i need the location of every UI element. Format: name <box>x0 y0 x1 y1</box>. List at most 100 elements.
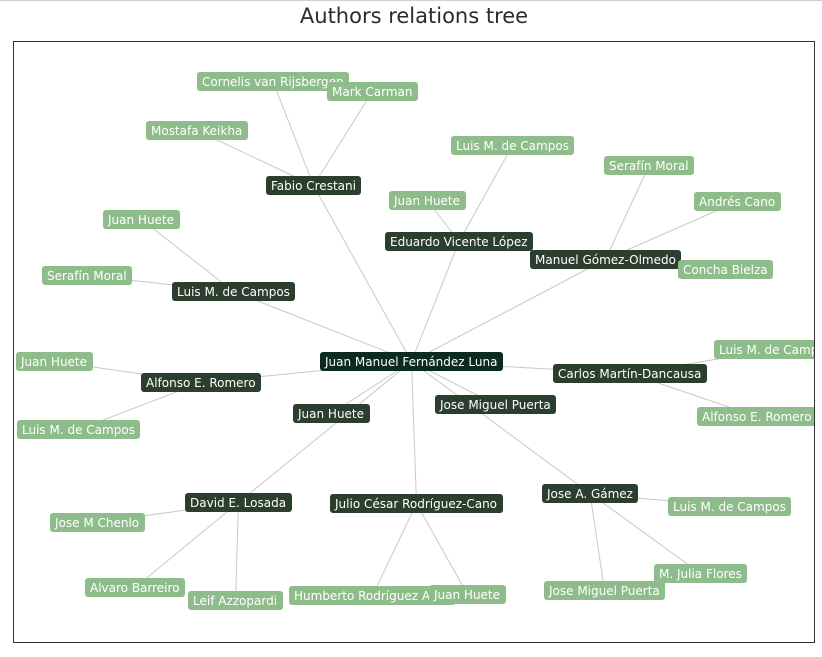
hub-node-label: Alfonso E. Romero <box>146 376 256 390</box>
edge-h3-l6 <box>605 165 650 260</box>
hub-node-box <box>435 395 556 414</box>
hub-node-box <box>172 282 295 301</box>
edge-root-h1 <box>313 185 412 362</box>
hub-node-label: David E. Losada <box>190 496 286 510</box>
leaf-node-serafin-moral[interactable]: Serafín Moral <box>604 156 694 175</box>
hub-node-label: Juan Huete <box>297 407 364 421</box>
leaf-node-andres-cano[interactable]: Andrés Cano <box>694 192 781 211</box>
leaf-node-label: Juan Huete <box>393 194 460 208</box>
hub-node-box <box>330 494 503 513</box>
leaf-node-label: Luis M. de Campos <box>22 423 135 437</box>
leaf-node-juan-huete[interactable]: Juan Huete <box>389 191 466 210</box>
leaf-node-mostafa-keikha[interactable]: Mostafa Keikha <box>146 121 248 140</box>
leaf-node-label: Serafín Moral <box>609 159 689 173</box>
leaf-node-box <box>16 352 93 371</box>
root-node-box <box>320 352 503 371</box>
root-node-label: Juan Manuel Fernández Luna <box>324 355 497 369</box>
edge-h10-l19 <box>416 503 468 595</box>
leaf-node-box <box>429 585 506 604</box>
leaf-node-leif-azzopardi[interactable]: Leif Azzopardi <box>188 591 283 610</box>
leaf-node-label: Leif Azzopardi <box>193 594 277 608</box>
leaf-node-alfonso-e-romero[interactable]: Alfonso E. Romero <box>697 407 814 426</box>
leaf-node-serafin-moral[interactable]: Serafín Moral <box>42 266 132 285</box>
edge-root-h9 <box>238 361 412 503</box>
hub-node-label: Julio César Rodríguez-Cano <box>334 497 497 511</box>
leaf-node-box <box>694 192 781 211</box>
leaf-node-box <box>668 497 791 516</box>
leaf-node-label: Concha Bielza <box>683 263 768 277</box>
hub-node-box <box>542 484 638 503</box>
leaf-node-box <box>451 136 574 155</box>
edge-h4-l9 <box>141 219 234 292</box>
hub-node-manuel-gomez-olmedo[interactable]: Manuel Gómez-Olmedo <box>530 250 681 269</box>
leaf-node-box <box>103 210 180 229</box>
edge-root-h4 <box>233 291 412 362</box>
hub-node-label: Luis M. de Campos <box>177 285 290 299</box>
leaf-node-cornelis-van-rijsbergen[interactable]: Cornelis van Rijsbergen <box>197 72 349 91</box>
edge-root-h11 <box>411 361 591 494</box>
leaf-node-box <box>85 578 185 597</box>
leaf-node-box <box>197 72 349 91</box>
hub-node-alfonso-e-romero[interactable]: Alfonso E. Romero <box>141 373 261 392</box>
leaf-node-label: Serafín Moral <box>47 269 127 283</box>
hub-node-box <box>530 250 681 269</box>
root-node-juan-manuel-fernandez-luna[interactable]: Juan Manuel Fernández Luna <box>320 352 503 371</box>
leaf-node-m-julia-flores[interactable]: M. Julia Flores <box>654 564 747 583</box>
hub-node-carlos-martin-dancausa[interactable]: Carlos Martín-Dancausa <box>553 364 707 383</box>
leaf-node-label: Mostafa Keikha <box>151 124 242 138</box>
hub-node-box <box>553 364 707 383</box>
leaf-node-juan-huete[interactable]: Juan Huete <box>16 352 93 371</box>
diagram-title: Authors relations tree <box>299 4 529 28</box>
leaf-node-box <box>389 191 466 210</box>
top-rule <box>0 0 822 1</box>
leaf-node-juan-huete[interactable]: Juan Huete <box>103 210 180 229</box>
leaf-node-luis-m-de-campos[interactable]: Luis M. de Campos <box>17 420 140 439</box>
leaf-node-label: M. Julia Flores <box>659 567 742 581</box>
leaf-node-box <box>714 340 814 359</box>
hub-node-label: Manuel Gómez-Olmedo <box>535 253 676 267</box>
hub-node-label: Fabio Crestani <box>271 179 356 193</box>
leaf-node-box <box>678 260 773 279</box>
leaf-node-label: Jose M Chenlo <box>54 516 139 530</box>
leaf-node-box <box>289 586 456 605</box>
hub-node-fabio-crestani[interactable]: Fabio Crestani <box>266 176 361 195</box>
hub-node-jose-miguel-puerta[interactable]: Jose Miguel Puerta <box>435 395 556 414</box>
leaf-node-label: Alfonso E. Romero <box>702 410 812 424</box>
leaf-node-label: Andrés Cano <box>699 195 775 209</box>
leaf-node-box <box>654 564 747 583</box>
hub-node-luis-m-de-campos[interactable]: Luis M. de Campos <box>172 282 295 301</box>
edge-h11-l22 <box>589 493 605 591</box>
leaf-node-label: Luis M. de Campos <box>673 500 786 514</box>
hub-node-box <box>385 232 533 251</box>
leaf-node-juan-huete[interactable]: Juan Huete <box>429 585 506 604</box>
leaf-node-label: Humberto Rodríguez Avila <box>294 589 451 603</box>
leaf-node-box <box>17 420 140 439</box>
leaf-node-label: Juan Huete <box>433 588 500 602</box>
hub-node-eduardo-vicente-lopez[interactable]: Eduardo Vicente López <box>385 232 533 251</box>
hub-node-box <box>266 176 361 195</box>
edge-root-h10 <box>411 361 417 504</box>
leaf-node-label: Alvaro Barreiro <box>90 581 180 595</box>
leaf-node-jose-miguel-puerta[interactable]: Jose Miguel Puerta <box>544 581 665 600</box>
hub-node-box <box>141 373 261 392</box>
leaf-node-jose-m-chenlo[interactable]: Jose M Chenlo <box>50 513 145 532</box>
edge-h11-l21 <box>589 493 701 574</box>
leaf-node-concha-bielza[interactable]: Concha Bielza <box>678 260 773 279</box>
leaf-node-label: Mark Carman <box>332 85 413 99</box>
leaf-node-luis-m-de-campos[interactable]: Luis M. de Campos <box>451 136 574 155</box>
leaf-node-mark-carman[interactable]: Mark Carman <box>327 82 418 101</box>
leaf-node-label: Juan Huete <box>107 213 174 227</box>
leaf-node-alvaro-barreiro[interactable]: Alvaro Barreiro <box>85 578 185 597</box>
leaf-node-luis-m-de-campos[interactable]: Luis M. de Campos <box>668 497 791 516</box>
hub-node-label: Jose Miguel Puerta <box>439 398 551 412</box>
hub-node-jose-a-gamez[interactable]: Jose A. Gámez <box>542 484 638 503</box>
leaf-node-label: Juan Huete <box>20 355 87 369</box>
leaf-node-luis-m-de-campos[interactable]: Luis M. de Campos <box>714 340 814 359</box>
edge-h2-l4 <box>458 145 513 242</box>
leaf-node-humberto-rodriguez-avila[interactable]: Humberto Rodríguez Avila <box>289 586 456 605</box>
hub-node-julio-cesar-rodriguez-cano[interactable]: Julio César Rodríguez-Cano <box>330 494 503 513</box>
edge-root-h3 <box>411 259 606 362</box>
hub-node-juan-huete[interactable]: Juan Huete <box>293 404 370 423</box>
hub-node-david-e-losada[interactable]: David E. Losada <box>185 493 292 512</box>
